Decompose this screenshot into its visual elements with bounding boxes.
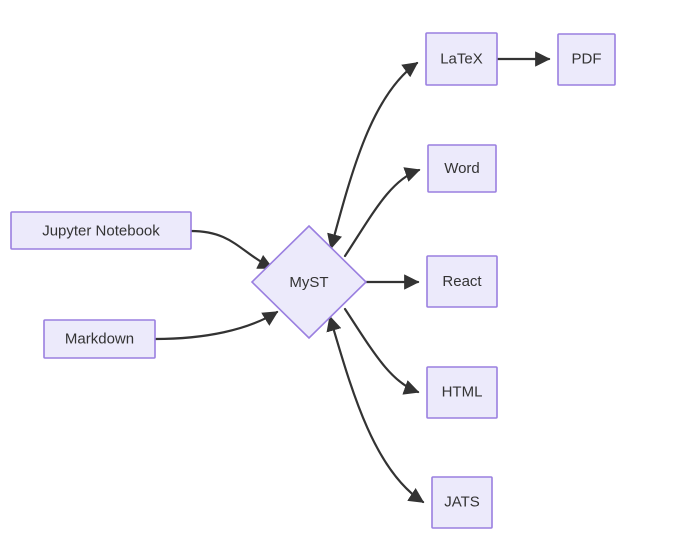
node-pdf-box[interactable] [557, 33, 616, 86]
edge-markdown-myst[interactable] [153, 310, 279, 341]
edge-jupyter-myst[interactable] [189, 229, 274, 270]
node-word-box[interactable] [427, 144, 497, 193]
edge-myst-html[interactable] [343, 307, 420, 395]
node-jats-box[interactable] [431, 476, 493, 529]
edge-myst-latex[interactable] [327, 61, 419, 250]
edge-myst-jats[interactable] [326, 315, 425, 504]
node-html[interactable]: HTML [426, 366, 498, 419]
node-latex-box[interactable] [425, 32, 498, 86]
node-react[interactable]: React [426, 255, 498, 308]
node-pdf[interactable]: PDF [557, 33, 616, 86]
node-jupyter-notebook[interactable]: Jupyter Notebook [10, 211, 192, 250]
node-markdown[interactable]: Markdown [43, 319, 156, 359]
node-myst-diamond[interactable] [250, 224, 368, 340]
nodes-layer: Jupyter Notebook Markdown MyST LaTeX PDF [10, 32, 616, 529]
node-jupyter-notebook-box[interactable] [10, 211, 192, 250]
node-markdown-box[interactable] [43, 319, 156, 359]
node-react-box[interactable] [426, 255, 498, 308]
edges-layer [153, 51, 551, 504]
node-jats[interactable]: JATS [431, 476, 493, 529]
node-myst[interactable]: MyST [250, 224, 368, 340]
node-latex[interactable]: LaTeX [425, 32, 498, 86]
node-word[interactable]: Word [427, 144, 497, 193]
edge-myst-word[interactable] [343, 167, 421, 258]
node-html-box[interactable] [426, 366, 498, 419]
